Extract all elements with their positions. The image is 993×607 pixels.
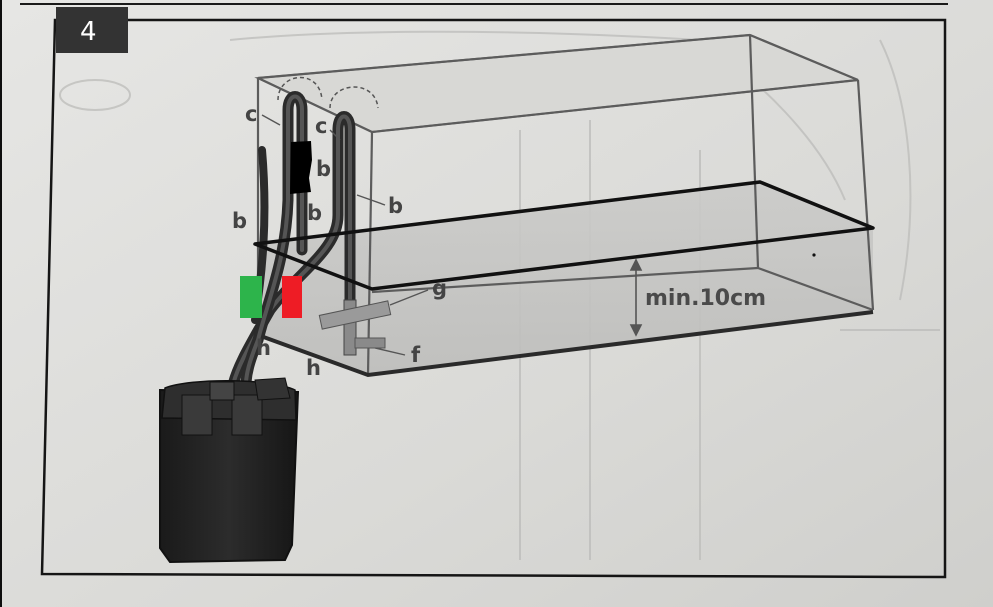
flow-direction-arrows bbox=[277, 76, 379, 109]
label-b-right: b bbox=[388, 194, 403, 218]
intake-hose bbox=[226, 111, 356, 396]
label-b-upper-mid: b bbox=[316, 157, 331, 181]
green-marker bbox=[240, 276, 262, 318]
step-number-box bbox=[56, 7, 128, 53]
label-c-right: c bbox=[315, 114, 327, 138]
drawn-dot bbox=[812, 253, 816, 257]
background-sketch bbox=[59, 30, 940, 560]
label-b-left: b bbox=[232, 209, 247, 233]
leader-lines bbox=[261, 114, 429, 356]
intake-strainer bbox=[318, 299, 392, 356]
aquarium-water bbox=[258, 180, 873, 375]
label-b-mid: b bbox=[307, 201, 322, 225]
step-number: 4 bbox=[80, 17, 97, 47]
min-depth-arrow bbox=[629, 258, 643, 337]
black-marker bbox=[290, 141, 312, 194]
label-h-right: h bbox=[306, 356, 321, 380]
drawn-water-surface bbox=[253, 180, 875, 291]
red-marker bbox=[282, 276, 302, 318]
min-depth-label: min.10cm bbox=[645, 286, 766, 311]
aquarium-bottom-edge bbox=[257, 310, 874, 378]
diagram-frame bbox=[40, 18, 947, 579]
label-h-left: h bbox=[256, 336, 271, 360]
label-c-left: c bbox=[245, 102, 257, 126]
label-f: f bbox=[411, 343, 421, 367]
canister-filter bbox=[159, 377, 300, 564]
